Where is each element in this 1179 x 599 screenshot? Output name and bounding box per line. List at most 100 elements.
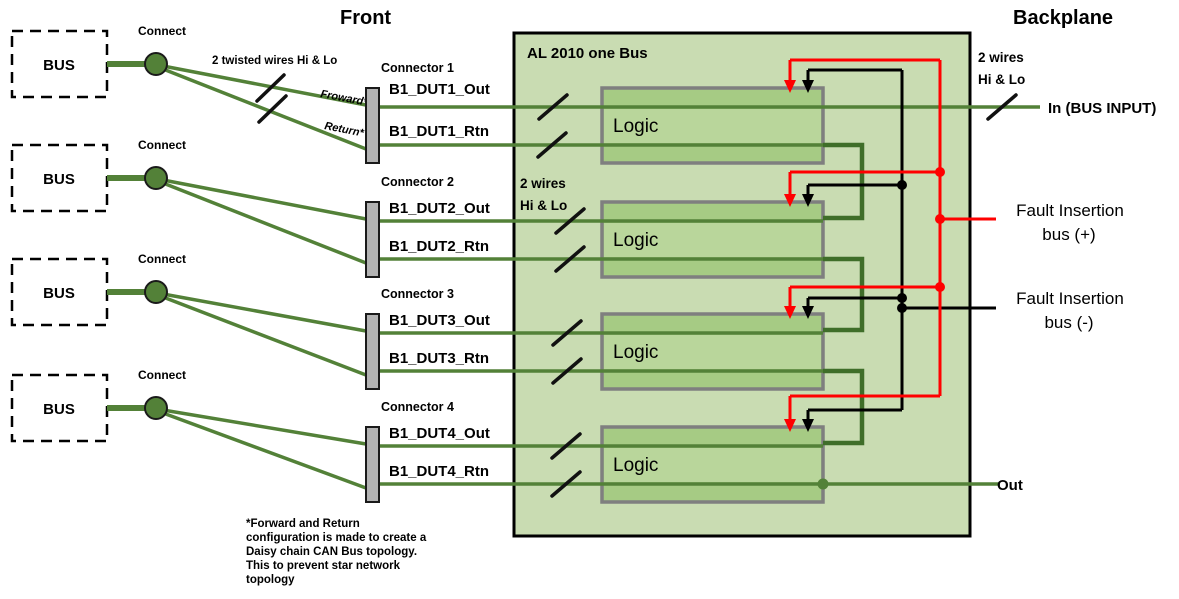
- logic-label-1: Logic: [613, 116, 658, 137]
- logic-block-2-band: [604, 223, 821, 257]
- connector-bar-4: [365, 426, 380, 503]
- connector-bar-1: [365, 87, 380, 164]
- al2010-panel-title: AL 2010 one Bus: [527, 45, 648, 62]
- logic-labels: Logic Logic Logic Logic: [613, 116, 658, 476]
- backplane-wires-label-line1: 2 wires: [978, 50, 1024, 65]
- connect-node-1: [144, 52, 168, 76]
- slash-dut4-rtn: [550, 470, 582, 498]
- connect-label-4: Connect: [138, 368, 186, 382]
- logic-label-3: Logic: [613, 342, 658, 363]
- signal-wires: [379, 105, 1040, 490]
- wire-count-slashes: [536, 93, 1018, 498]
- bus-label-2: BUS: [43, 171, 75, 188]
- return-wire-label: Return*: [323, 120, 365, 139]
- footnote-line-4: This to prevent star network: [246, 560, 401, 572]
- red-junction-dot-3: [935, 282, 945, 292]
- red-arrow-1: [784, 80, 796, 93]
- connector-label-4: Connector 4: [381, 400, 454, 414]
- connector-bar-3: [365, 313, 380, 390]
- connector-bar-2: [365, 201, 380, 278]
- slash-dut3-out: [551, 319, 583, 347]
- slash-dut1-rtn: [536, 131, 568, 159]
- dut4-rtn-label: B1_DUT4_Rtn: [389, 463, 489, 480]
- connect-label-1: Connect: [138, 24, 186, 38]
- connector-label-3: Connector 3: [381, 287, 454, 301]
- front-title: Front: [340, 7, 391, 29]
- daisy-chain-wire-3-4: [823, 368, 865, 446]
- forward-wire-label: Froward*: [319, 88, 369, 109]
- daisy-chain-wire-1-2: [823, 142, 865, 221]
- bus-out-label: Out: [997, 477, 1023, 494]
- dut4-out-label: B1_DUT4_Out: [389, 425, 490, 442]
- bus-box-1: [10, 29, 109, 99]
- red-junction-dot-1: [935, 167, 945, 177]
- black-junction-dot-1: [897, 180, 907, 190]
- slash-dut3-rtn: [551, 357, 583, 385]
- backplane-title: Backplane: [1013, 7, 1113, 29]
- dut2-rtn-label: B1_DUT2_Rtn: [389, 238, 489, 255]
- red-arrow-2: [784, 194, 796, 207]
- fault-bus-minus: [802, 68, 996, 432]
- dut3-out-label: B1_DUT3_Out: [389, 312, 490, 329]
- front-row-2: BUS Connect Connector 2 B1_DUT2_Out B1_D…: [10, 138, 490, 278]
- logic-block-2-border: [600, 200, 825, 279]
- bus-label-4: BUS: [43, 401, 75, 418]
- dut1-out-label: B1_DUT1_Out: [389, 81, 490, 98]
- backplane-wires-label-line2: Hi & Lo: [978, 72, 1025, 87]
- slash-dut1-out: [537, 93, 569, 121]
- fan-forward-4: [162, 408, 367, 446]
- black-arrow-3: [802, 306, 814, 319]
- fan-return-3: [162, 295, 367, 377]
- fan-return-4: [162, 411, 367, 490]
- logic-block-3-band: [604, 335, 821, 369]
- fan-return-1: [162, 67, 367, 151]
- connect-label-3: Connect: [138, 252, 186, 266]
- dut2-out-label: B1_DUT2_Out: [389, 200, 490, 217]
- slash-bus-input: [986, 93, 1018, 121]
- logic-block-borders: [600, 86, 825, 504]
- connect-node-2: [144, 166, 168, 190]
- out-junction-dot: [817, 478, 829, 490]
- bus-label-3: BUS: [43, 285, 75, 302]
- fault-minus-label-line2: bus (-): [1044, 313, 1093, 332]
- red-arrow-3: [784, 306, 796, 319]
- footnote-line-2: configuration is made to create a: [246, 532, 427, 544]
- logic-block-3-border: [600, 312, 825, 391]
- panel-wires-label-line2: Hi & Lo: [520, 198, 567, 213]
- bus-input-label: In (BUS INPUT): [1048, 100, 1156, 117]
- footnote-line-1: *Forward and Return: [246, 518, 360, 530]
- fan-forward-2: [162, 178, 367, 221]
- connect-node-3: [144, 280, 168, 304]
- logic-block-4-border: [600, 425, 825, 504]
- black-junction-dot-3: [897, 303, 907, 313]
- connector-label-1: Connector 1: [381, 61, 454, 75]
- fan-forward-3: [162, 292, 367, 333]
- slash-dut2-out: [554, 207, 586, 235]
- logic-label-2: Logic: [613, 230, 658, 251]
- bus-box-2: [10, 143, 109, 213]
- black-junction-dot-2: [897, 293, 907, 303]
- red-arrow-4: [784, 419, 796, 432]
- logic-block-1-border: [600, 86, 825, 165]
- black-arrow-1: [802, 80, 814, 93]
- slash-dut4-out: [550, 432, 582, 460]
- dut1-rtn-label: B1_DUT1_Rtn: [389, 123, 489, 140]
- front-row-3: BUS Connect Connector 3 B1_DUT3_Out B1_D…: [10, 252, 490, 390]
- twisted-wires-label: 2 twisted wires Hi & Lo: [212, 55, 337, 67]
- connect-label-2: Connect: [138, 138, 186, 152]
- panel-wires-label-line1: 2 wires: [520, 176, 566, 191]
- footnote-line-5: topology: [246, 574, 295, 586]
- footnote-line-3: Daisy chain CAN Bus topology.: [246, 546, 417, 558]
- bus-box-4: [10, 373, 109, 443]
- logic-label-4: Logic: [613, 455, 658, 476]
- fault-plus-label-line1: Fault Insertion: [1016, 201, 1124, 220]
- backplane-labels: 2 wires Hi & Lo In (BUS INPUT) Fault Ins…: [978, 50, 1156, 494]
- footnote: *Forward and Return configuration is mad…: [246, 518, 427, 586]
- fan-return-2: [162, 181, 367, 265]
- fault-plus-label-line2: bus (+): [1042, 225, 1095, 244]
- fan-forward-1: [162, 64, 367, 107]
- logic-block-fills: [602, 88, 823, 502]
- front-row-1: BUS Connect 2 twisted wires Hi & Lo Frow…: [10, 24, 490, 164]
